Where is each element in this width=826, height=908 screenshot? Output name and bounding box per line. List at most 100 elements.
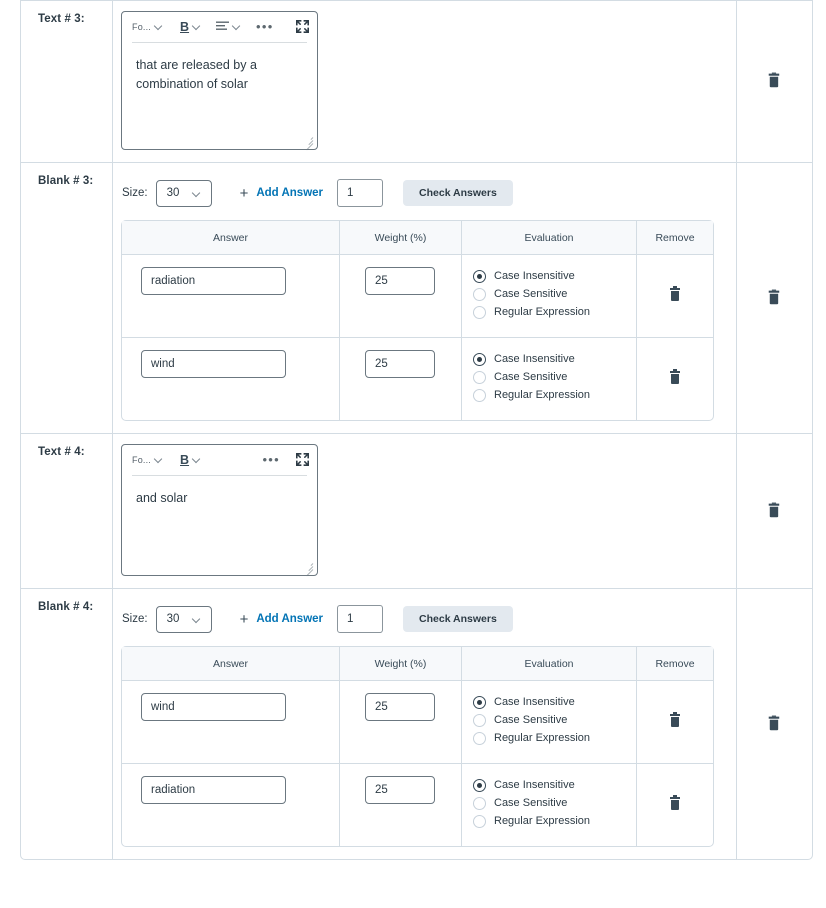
remove-cell (637, 681, 713, 763)
weight-input[interactable]: 25 (365, 350, 435, 378)
add-answer-plus-icon[interactable]: + (239, 610, 249, 628)
evaluation-radio-group: Case Insensitive Case Sensitive Regular … (462, 267, 636, 321)
column-header-remove: Remove (655, 232, 695, 244)
radio-case-sensitive[interactable]: Case Sensitive (473, 794, 636, 812)
size-select-value: 30 (166, 187, 180, 199)
answer-input[interactable]: radiation (141, 267, 286, 295)
radio-icon (473, 814, 486, 828)
delete-trash-icon[interactable] (768, 288, 782, 306)
radio-case-insensitive[interactable]: Case Insensitive (473, 267, 636, 285)
radio-case-insensitive[interactable]: Case Insensitive (473, 776, 636, 794)
row-label-text-4: Text # 4: (21, 434, 113, 588)
font-dropdown-icon[interactable]: Fo... (130, 449, 164, 471)
radio-icon (473, 695, 486, 709)
remove-answer-trash-icon[interactable] (670, 369, 681, 384)
answer-cell: wind (122, 681, 340, 763)
expand-icon[interactable] (296, 16, 309, 38)
remove-answer-trash-icon[interactable] (670, 712, 681, 727)
weight-cell: 25 (340, 255, 462, 337)
add-answer-count-input[interactable]: 1 (337, 605, 384, 633)
resize-handle-icon[interactable] (302, 561, 314, 577)
delete-trash-icon[interactable] (768, 501, 782, 519)
radio-icon (473, 713, 486, 727)
rich-text-editor-3[interactable]: Fo... B (121, 11, 318, 151)
remove-answer-trash-icon[interactable] (670, 286, 681, 301)
answer-cell: wind (122, 338, 340, 420)
chevron-down-icon (193, 22, 202, 31)
blank-row-4-content: Size: 30 + Add Answer 1 Check Answers An… (113, 589, 737, 859)
editor-divider (132, 42, 307, 43)
radio-icon (473, 796, 486, 810)
weight-input[interactable]: 25 (365, 776, 435, 804)
editor-content-3[interactable]: that are released by a combination of so… (136, 58, 257, 91)
text-row-4-content: Fo... B ••• (113, 434, 737, 588)
text-row-4: Text # 4: Fo... B ••• (21, 434, 812, 589)
answer-input[interactable]: wind (141, 693, 286, 721)
editor-toolbar-4: Fo... B ••• (122, 445, 317, 474)
resize-handle-icon[interactable] (302, 135, 314, 151)
answer-input[interactable]: wind (141, 350, 286, 378)
radio-case-insensitive[interactable]: Case Insensitive (473, 350, 636, 368)
add-answer-plus-icon[interactable]: + (239, 184, 249, 202)
remove-answer-trash-icon[interactable] (670, 795, 681, 810)
weight-input[interactable]: 25 (365, 267, 435, 295)
evaluation-radio-group: Case Insensitive Case Sensitive Regular … (462, 776, 636, 830)
add-answer-count-input[interactable]: 1 (337, 179, 384, 207)
radio-case-sensitive[interactable]: Case Sensitive (473, 711, 636, 729)
add-answer-link[interactable]: Add Answer (256, 187, 324, 199)
column-header-answer: Answer (122, 221, 340, 254)
radio-icon (473, 778, 486, 792)
add-answer-link[interactable]: Add Answer (256, 613, 324, 625)
radio-case-sensitive[interactable]: Case Sensitive (473, 368, 636, 386)
answer-cell: radiation (122, 255, 340, 337)
size-select[interactable]: 30 (155, 179, 212, 207)
radio-icon (473, 731, 486, 745)
more-options-icon[interactable]: ••• (262, 451, 280, 467)
evaluation-radio-group: Case Insensitive Case Sensitive Regular … (462, 693, 636, 747)
chevron-down-icon (193, 189, 202, 198)
check-answers-button[interactable]: Check Answers (403, 606, 513, 632)
delete-trash-icon[interactable] (768, 714, 782, 732)
radio-regular-expression[interactable]: Regular Expression (473, 729, 636, 747)
weight-cell: 25 (340, 338, 462, 420)
table-row: radiation 25 Case Insensitive (122, 255, 713, 338)
blank-row-3-content: Size: 30 + Add Answer 1 Check Answers An… (113, 163, 737, 433)
radio-regular-expression[interactable]: Regular Expression (473, 812, 636, 830)
radio-case-sensitive[interactable]: Case Sensitive (473, 285, 636, 303)
blank-row-4: Blank # 4: Size: 30 + Add Answer 1 Check… (21, 589, 812, 859)
column-header-remove: Remove (655, 658, 695, 670)
column-header-evaluation: Evaluation (462, 647, 637, 680)
align-left-icon[interactable] (216, 16, 242, 38)
size-select[interactable]: 30 (155, 605, 212, 633)
chevron-down-icon (233, 22, 242, 31)
weight-input[interactable]: 25 (365, 693, 435, 721)
rich-text-editor-4[interactable]: Fo... B ••• (121, 444, 318, 577)
radio-regular-expression[interactable]: Regular Expression (473, 303, 636, 321)
bold-icon[interactable]: B (180, 449, 202, 471)
chevron-down-icon (193, 455, 202, 464)
weight-cell: 25 (340, 764, 462, 846)
radio-icon (473, 287, 486, 301)
radio-regular-expression[interactable]: Regular Expression (473, 386, 636, 404)
evaluation-cell: Case Insensitive Case Sensitive Regular … (462, 764, 637, 846)
chevron-down-icon (155, 455, 164, 464)
font-dropdown-icon[interactable]: Fo... (130, 16, 164, 38)
editor-content-4[interactable]: and solar (136, 491, 188, 505)
radio-icon (473, 370, 486, 384)
more-options-icon[interactable]: ••• (256, 18, 274, 34)
expand-icon[interactable] (296, 449, 309, 471)
blank-3-controls: Size: 30 + Add Answer 1 Check Answers (121, 173, 736, 207)
radio-case-insensitive[interactable]: Case Insensitive (473, 693, 636, 711)
delete-text-3-cell (737, 1, 812, 162)
table-row: radiation 25 Case Insensitive (122, 764, 713, 846)
column-header-evaluation: Evaluation (462, 221, 637, 254)
answers-table-3: Answer Weight (%) Evaluation Remove radi… (121, 220, 714, 421)
delete-trash-icon[interactable] (768, 72, 782, 90)
bold-icon[interactable]: B (180, 16, 202, 38)
size-label: Size: (122, 613, 148, 625)
radio-icon (473, 305, 486, 319)
editor-toolbar-3: Fo... B (122, 12, 317, 41)
answer-input[interactable]: radiation (141, 776, 286, 804)
evaluation-radio-group: Case Insensitive Case Sensitive Regular … (462, 350, 636, 404)
check-answers-button[interactable]: Check Answers (403, 180, 513, 206)
